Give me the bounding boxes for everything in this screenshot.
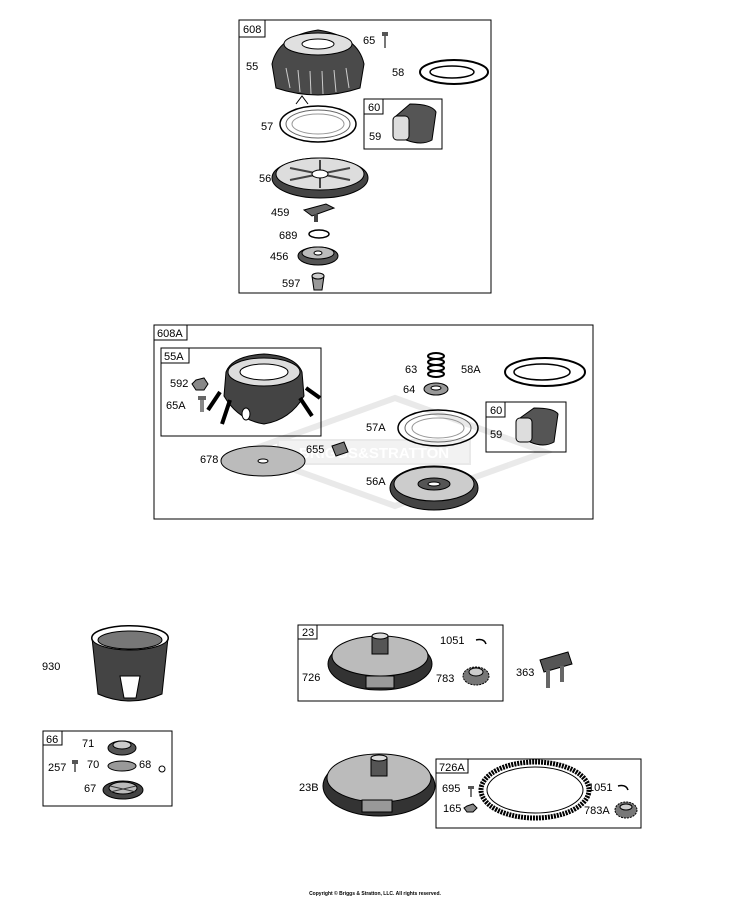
- group-608A-tag: 608A: [157, 328, 183, 340]
- label-64: 64: [403, 384, 415, 396]
- flywheel-726[interactable]: [327, 632, 433, 691]
- group-60-upper-tag: 60: [368, 102, 380, 114]
- label-597: 597: [282, 278, 300, 290]
- group-23: 23 726 1051 783: [297, 624, 504, 702]
- nut-165[interactable]: [463, 803, 478, 813]
- label-783: 783: [436, 673, 454, 685]
- label-56A: 56A: [366, 476, 386, 488]
- label-58A: 58A: [461, 364, 481, 376]
- spring-57[interactable]: [279, 95, 357, 143]
- label-592: 592: [170, 378, 188, 390]
- group-60-upper: 60 59: [363, 98, 443, 150]
- plate-678[interactable]: [220, 445, 306, 477]
- label-930: 930: [42, 661, 60, 673]
- spring-689[interactable]: [308, 229, 330, 239]
- label-58: 58: [392, 67, 404, 79]
- screw-65A[interactable]: [198, 396, 206, 412]
- label-678: 678: [200, 454, 218, 466]
- rope-58[interactable]: [419, 59, 489, 85]
- washer-70[interactable]: [107, 760, 137, 772]
- screw-597[interactable]: [311, 272, 325, 291]
- fan-67[interactable]: [102, 780, 144, 800]
- label-1051-upper: 1051: [440, 635, 464, 647]
- label-56: 56: [259, 173, 271, 185]
- handle-59-lower[interactable]: [515, 407, 559, 446]
- rope-58A[interactable]: [504, 357, 586, 387]
- label-363: 363: [516, 667, 534, 679]
- dog-459[interactable]: [302, 203, 336, 222]
- blower-housing-930[interactable]: [91, 625, 169, 702]
- group-66: 66 71 257 70 68 67: [42, 730, 173, 807]
- nut-592[interactable]: [191, 377, 209, 391]
- starter-cover-55[interactable]: [271, 29, 365, 96]
- clip-655[interactable]: [331, 441, 349, 457]
- group-60-lower-tag: 60: [490, 405, 502, 417]
- group-608: 608 55 65 58 60: [238, 19, 492, 294]
- group-23-tag: 23: [302, 627, 314, 639]
- label-23B: 23B: [299, 782, 319, 794]
- clip-1051-lower[interactable]: [617, 784, 629, 791]
- gear-783A[interactable]: [614, 801, 638, 819]
- screw-65[interactable]: [382, 32, 388, 48]
- label-59-lower: 59: [490, 429, 502, 441]
- label-65: 65: [363, 35, 375, 47]
- label-57A: 57A: [366, 422, 386, 434]
- label-57: 57: [261, 121, 273, 133]
- group-608-tag: 608: [243, 24, 261, 36]
- label-55: 55: [246, 61, 258, 73]
- group-608A: 608A 55A 592 65A 678 655: [153, 324, 594, 520]
- label-70: 70: [87, 759, 99, 771]
- flywheel-23B[interactable]: [322, 753, 436, 817]
- copyright-footer: Copyright © Briggs & Stratton, LLC. All …: [309, 891, 441, 897]
- label-165: 165: [443, 803, 461, 815]
- label-726: 726: [302, 672, 320, 684]
- label-65A: 65A: [166, 400, 186, 412]
- group-726A: 726A 695 165 1051 783A: [435, 758, 642, 829]
- washer-68[interactable]: [158, 765, 166, 773]
- screw-257[interactable]: [72, 760, 78, 772]
- handle-59-upper[interactable]: [392, 103, 437, 144]
- label-68: 68: [139, 759, 151, 771]
- ring-gear-726A[interactable]: [478, 759, 592, 821]
- starter-housing-55A[interactable]: [206, 353, 322, 425]
- pulley-56[interactable]: [271, 157, 369, 199]
- group-726A-tag: 726A: [439, 762, 465, 774]
- gear-783[interactable]: [462, 666, 490, 686]
- label-456: 456: [270, 251, 288, 263]
- spring-57A[interactable]: [397, 409, 479, 447]
- pulley-56A[interactable]: [389, 465, 479, 511]
- label-459: 459: [271, 207, 289, 219]
- label-695: 695: [442, 783, 460, 795]
- label-63: 63: [405, 364, 417, 376]
- washer-64[interactable]: [423, 382, 449, 396]
- label-67: 67: [84, 783, 96, 795]
- label-257: 257: [48, 762, 66, 774]
- group-55A-tag: 55A: [164, 351, 184, 363]
- nut-71[interactable]: [107, 740, 137, 756]
- screw-695[interactable]: [468, 786, 474, 797]
- spring-63[interactable]: [427, 352, 445, 378]
- label-783A: 783A: [584, 805, 610, 817]
- label-71: 71: [82, 738, 94, 750]
- label-655: 655: [306, 444, 324, 456]
- label-689: 689: [279, 230, 297, 242]
- brake-assembly-363[interactable]: [539, 651, 573, 688]
- retainer-456[interactable]: [297, 246, 339, 266]
- clip-1051-upper[interactable]: [475, 638, 487, 645]
- label-59-upper: 59: [369, 131, 381, 143]
- group-66-tag: 66: [46, 734, 58, 746]
- label-1051-lower: 1051: [588, 782, 612, 794]
